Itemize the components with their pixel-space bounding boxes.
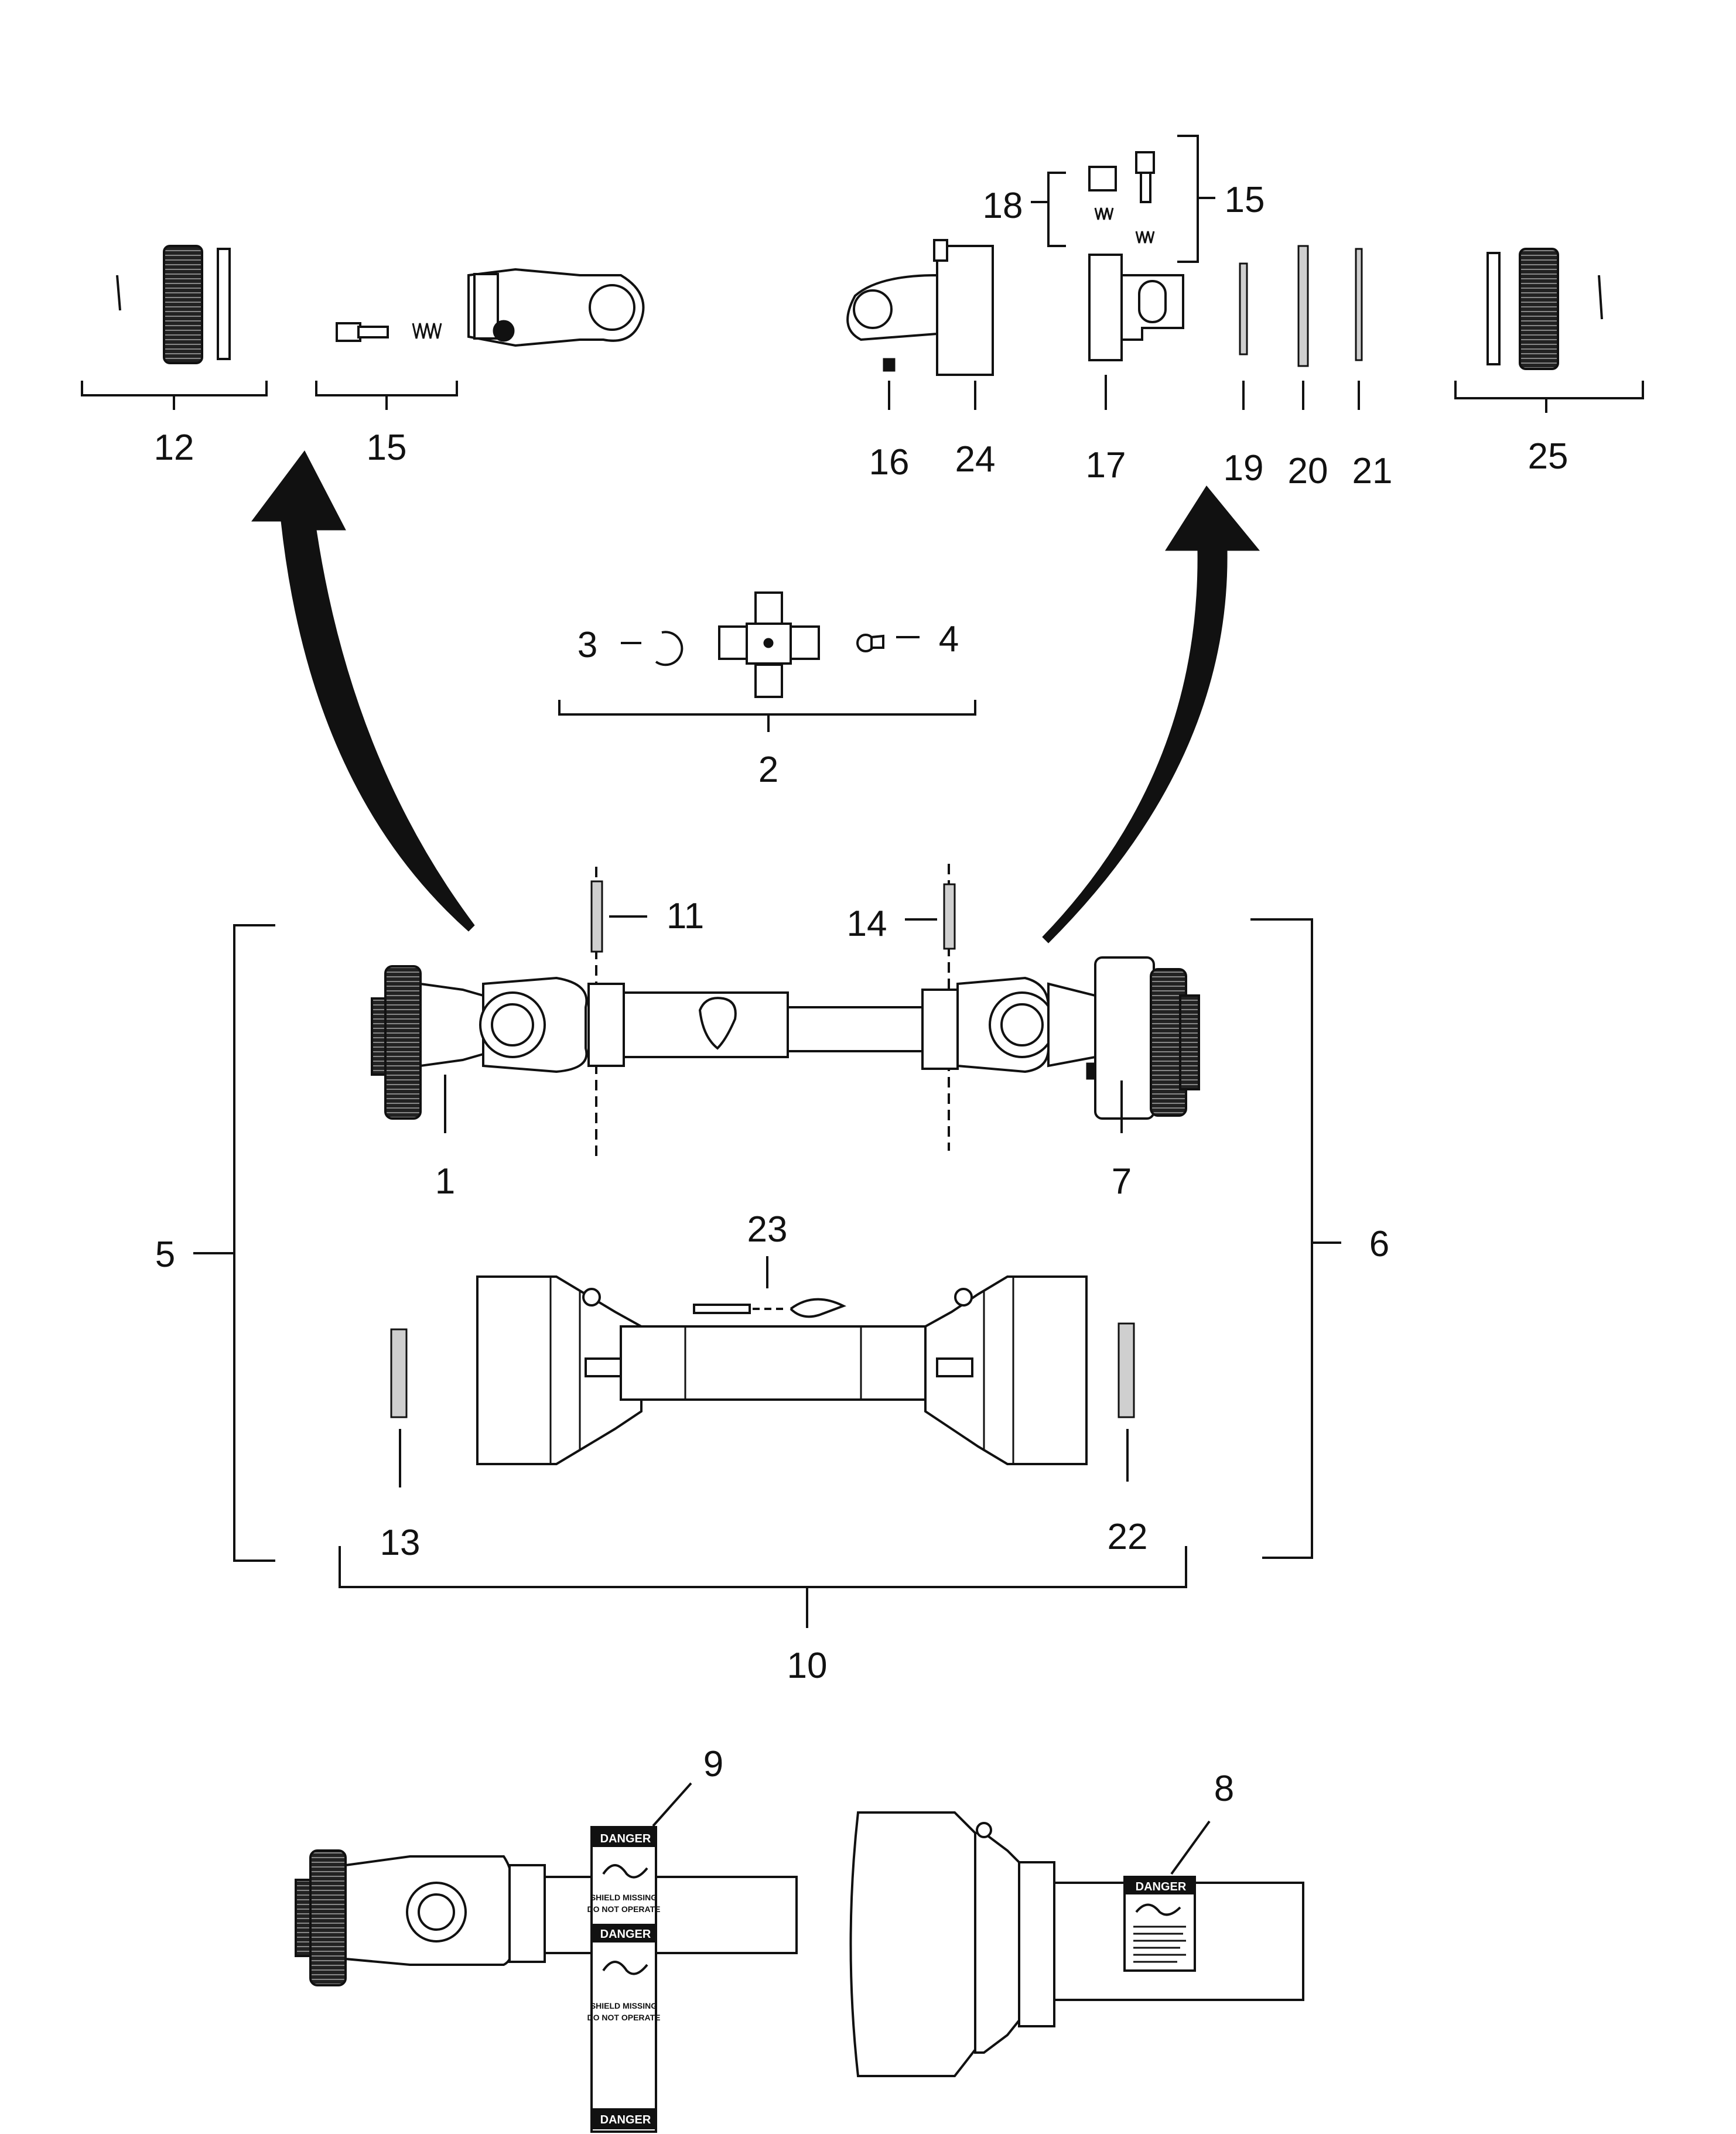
callout-12: 12 (154, 428, 194, 468)
decal-9-shield-2b: DO NOT OPERATE (587, 2013, 661, 2022)
callout-6: 6 (1369, 1224, 1389, 1264)
callout-15-left: 15 (367, 428, 407, 468)
part-23-lanyard-chain (693, 1256, 846, 1318)
decal-9-danger-2: DANGER (600, 1928, 651, 1941)
part-16-grease-fitting (883, 358, 896, 410)
callout-16: 16 (869, 442, 910, 483)
part-14-roll-pin (905, 864, 956, 1151)
callout-8: 8 (1214, 1769, 1234, 1809)
callout-24: 24 (955, 439, 996, 480)
callout-19: 19 (1224, 448, 1264, 488)
guard-shield-assembly (476, 1275, 1088, 1465)
outer-half-with-decal-9 (295, 1849, 798, 1986)
part-17-locking-collar (1088, 254, 1184, 410)
part-15-bracket-right (1177, 135, 1215, 263)
part-24-yoke-with-shield (846, 239, 994, 410)
arrow-to-left-end-parts (251, 450, 475, 932)
part-15-push-pin-left (315, 322, 458, 410)
part-2-cross-bearing (718, 591, 820, 698)
callout-22: 22 (1108, 1517, 1148, 1557)
decal-9-danger-3: DANGER (600, 2114, 651, 2126)
callout-18: 18 (983, 186, 1023, 226)
callout-4: 4 (939, 619, 959, 659)
part-12-shear-bolt-kit (81, 245, 268, 410)
bracket-5 (193, 924, 275, 1562)
callout-2: 2 (758, 750, 778, 790)
callout-14: 14 (847, 904, 887, 944)
part-20-ring (1297, 245, 1309, 410)
decal-9-danger-1: DANGER (600, 1832, 651, 1845)
callout-13: 13 (380, 1523, 421, 1563)
part-1-outer-half (371, 965, 789, 1133)
callout-7: 7 (1112, 1161, 1132, 1202)
bracket-6 (1250, 918, 1341, 1559)
part-11-roll-pin (590, 867, 647, 1157)
part-21-ring (1355, 248, 1363, 410)
inner-half-with-decal-8 (849, 1811, 1304, 2077)
bracket-2 (558, 700, 976, 732)
decal-9-shield-1b: DO NOT OPERATE (587, 1904, 661, 1914)
callout-1: 1 (435, 1161, 455, 1202)
callout-25: 25 (1528, 436, 1568, 477)
part-13-bearing-ring (390, 1328, 408, 1487)
part-25-shear-bolt-kit (1454, 248, 1644, 413)
left-yoke (467, 268, 645, 347)
bracket-10 (339, 1546, 1187, 1628)
callout-9: 9 (703, 1744, 723, 1784)
callout-21: 21 (1352, 451, 1393, 491)
part-22-bearing-ring (1118, 1322, 1135, 1482)
callout-15-right: 15 (1225, 180, 1265, 220)
decal-9-shield-2a: SHIELD MISSING (590, 2001, 657, 2010)
part-19-ring (1239, 262, 1248, 410)
arrow-to-right-end-parts (1042, 485, 1260, 943)
decal-8-rotating-driveline: DANGER (1123, 1820, 1211, 1972)
part-7-inner-half (787, 956, 1200, 1133)
part-18-spring-pin-set (1031, 151, 1155, 247)
part-3-snap-ring (621, 631, 684, 666)
decal-8-danger: DANGER (1136, 1880, 1187, 1893)
callout-5: 5 (155, 1234, 175, 1275)
decal-9-shield-1a: SHIELD MISSING (590, 1893, 657, 1902)
callout-23: 23 (747, 1209, 788, 1250)
callout-3: 3 (577, 625, 597, 665)
decal-9-shield-missing: DANGER SHIELD MISSING DO NOT OPERATE DAN… (587, 1782, 692, 2133)
callout-17: 17 (1086, 445, 1126, 485)
callout-10: 10 (787, 1646, 828, 1686)
callout-20: 20 (1288, 451, 1328, 491)
callout-11: 11 (667, 896, 704, 936)
part-4-grease-fitting (856, 634, 920, 652)
